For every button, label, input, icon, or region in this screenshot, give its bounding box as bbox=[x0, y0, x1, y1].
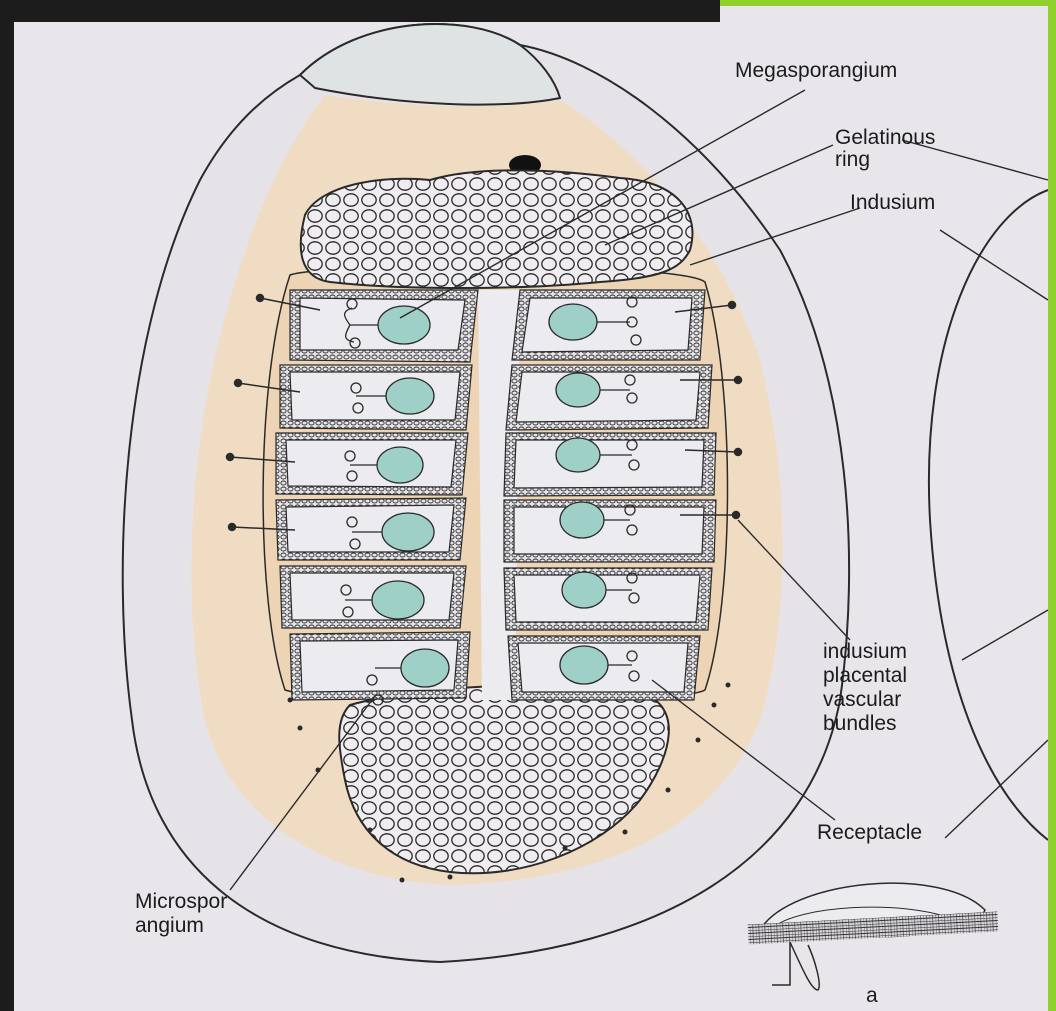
receptacle-label: Receptacle bbox=[817, 822, 922, 844]
top-frame-bar bbox=[0, 0, 720, 22]
green-frame-top bbox=[720, 0, 1056, 6]
megaspore bbox=[560, 502, 604, 538]
adjacent-sporocarp bbox=[929, 190, 1048, 840]
megaspore bbox=[401, 649, 449, 687]
megaspore bbox=[549, 304, 597, 340]
megaspore bbox=[377, 447, 423, 483]
inset-section bbox=[748, 883, 999, 990]
sorus-chamber bbox=[286, 440, 456, 487]
megaspore bbox=[372, 581, 424, 619]
megaspore bbox=[378, 306, 430, 344]
megaspore bbox=[560, 646, 608, 684]
megaspore bbox=[386, 378, 434, 414]
indusium-placental-label: indusium placental vascular bundles bbox=[823, 640, 907, 736]
sorus-chamber bbox=[514, 440, 704, 488]
gelatinous-ring bbox=[301, 170, 693, 288]
gelatinous-ring-label: Gelatinous ring bbox=[835, 127, 935, 171]
megaspore bbox=[562, 572, 606, 608]
green-frame-right bbox=[1048, 0, 1056, 1011]
megaspore bbox=[382, 513, 434, 551]
indusium-label: Indusium bbox=[850, 192, 935, 214]
megaspore bbox=[556, 438, 600, 472]
right-sporangia bbox=[504, 290, 716, 700]
sorus-chamber bbox=[516, 372, 700, 422]
inset-letter-label: a bbox=[866, 985, 878, 1007]
sorus-chamber bbox=[522, 298, 692, 352]
left-frame-bar bbox=[0, 22, 14, 1011]
sorus-chamber bbox=[514, 507, 704, 554]
megasporangium-label: Megasporangium bbox=[735, 60, 897, 82]
sorus-chamber bbox=[514, 575, 700, 622]
megaspore bbox=[556, 373, 600, 407]
apical-cap bbox=[300, 24, 560, 105]
microsporangium-label: Microspor angium bbox=[135, 890, 227, 938]
